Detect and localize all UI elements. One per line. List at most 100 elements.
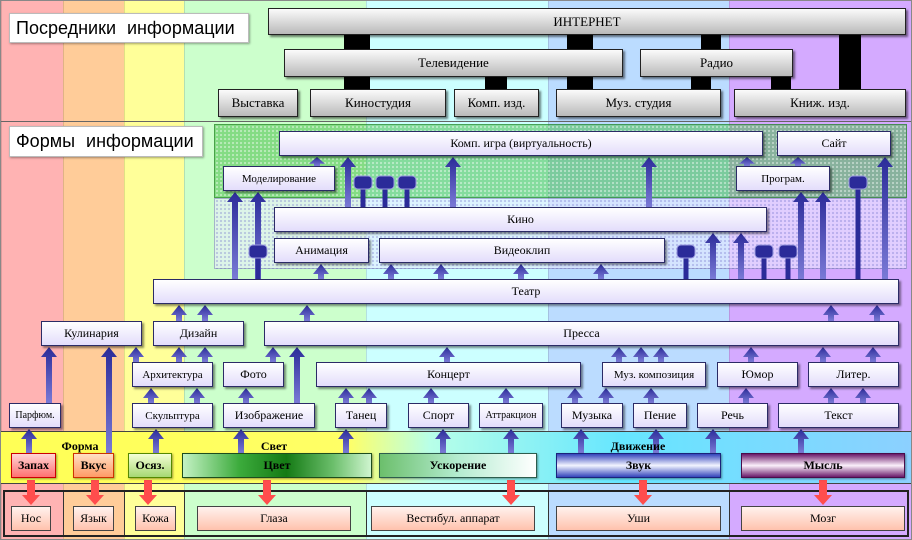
flow-arrow [21, 429, 37, 453]
flow-arrow [643, 388, 659, 403]
sense-organ-arrow [258, 480, 276, 505]
flow-arrow [171, 347, 187, 362]
connector-stem [360, 188, 366, 207]
sense-organ-arrow [502, 480, 520, 505]
flow-arrow [227, 192, 243, 279]
flow-arrow [309, 157, 325, 166]
connector-plug [353, 175, 373, 190]
connector-stem [855, 188, 861, 279]
box-sport: Спорт [408, 403, 469, 428]
flow-arrow [197, 347, 213, 362]
connector-stem [761, 257, 767, 279]
connector-plug [778, 244, 798, 259]
box-comp-game: Комп. игра (виртуальность) [279, 131, 763, 156]
box-exhibition: Выставка [218, 89, 298, 117]
flow-arrow [793, 429, 809, 453]
flow-arrow [815, 192, 831, 279]
box-internet: ИНТЕРНЕТ [268, 8, 906, 35]
organ-brain: Мозг [741, 506, 905, 531]
box-modeling: Моделирование [223, 166, 335, 191]
flow-arrow [338, 429, 354, 453]
sense-taste: Вкус [73, 453, 114, 478]
flow-arrow [445, 157, 461, 207]
flow-arrow [573, 429, 589, 453]
flow-arrow [855, 388, 871, 403]
organs-divider [366, 492, 367, 535]
box-concert: Концерт [316, 362, 581, 387]
flow-arrow [289, 347, 305, 403]
connector-plug [397, 175, 417, 190]
connector-stem [683, 257, 689, 279]
flow-arrow [171, 305, 187, 321]
box-comp-publishing: Комп. изд. [454, 89, 539, 117]
flow-arrow [869, 305, 885, 321]
flow-arrow [793, 192, 809, 279]
organ-vestibular: Вестибул. аппарат [371, 506, 535, 531]
flow-arrow [790, 157, 806, 166]
flow-arrow [877, 157, 893, 279]
flow-arrow [513, 264, 529, 279]
box-radio: Радио [640, 49, 793, 77]
flow-arrow [423, 388, 439, 403]
flow-arrow [340, 157, 356, 207]
box-dance: Танец [335, 403, 387, 428]
flow-arrow [598, 388, 614, 403]
sense-organ-arrow [139, 480, 157, 505]
box-architecture: Архитектура [132, 362, 213, 387]
flow-arrow [433, 264, 449, 279]
organs-divider [124, 492, 125, 535]
intermediaries-title: Посредники информации [9, 13, 249, 43]
flow-arrow [743, 347, 759, 362]
flow-arrow [238, 388, 254, 403]
connector-plug [375, 175, 395, 190]
box-video-clip: Видеоклип [379, 238, 665, 263]
organs-frame [3, 490, 909, 537]
box-music: Музыка [561, 403, 623, 428]
flow-arrow [823, 305, 839, 321]
sense-color: Цвет [182, 453, 372, 478]
flow-arrow [648, 429, 664, 453]
box-design: Дизайн [153, 321, 244, 346]
flow-arrow [567, 388, 583, 403]
box-theatre: Театр [153, 279, 899, 304]
organ-tongue: Язык [73, 506, 114, 531]
box-cinema: Кино [274, 207, 767, 232]
flow-arrow [361, 388, 377, 403]
flow-arrow [865, 347, 881, 362]
sense-organ-arrow [634, 480, 652, 505]
sense-organ-arrow [22, 480, 40, 505]
link-post [701, 35, 721, 49]
group-label-form: Форма [61, 439, 99, 453]
box-text: Текст [778, 403, 899, 428]
link-post [691, 77, 711, 89]
flow-arrow [338, 388, 354, 403]
sense-touch: Осяз. [128, 453, 172, 478]
organs-divider [184, 492, 185, 535]
flow-arrow [101, 347, 117, 453]
flow-arrow [733, 233, 749, 279]
box-attraction: Аттракцион [479, 403, 543, 428]
box-press: Пресса [264, 321, 899, 346]
flow-arrow [197, 305, 213, 321]
box-humor: Юмор [717, 362, 798, 387]
organ-nose: Нос [11, 506, 51, 531]
section-divider [1, 121, 911, 122]
sense-smell: Запах [11, 453, 56, 478]
flow-arrow [128, 347, 144, 362]
box-image: Изображение [223, 403, 315, 428]
box-music-composition: Муз. композиция [602, 362, 706, 387]
box-singing: Пение [633, 403, 687, 428]
flow-arrow [823, 388, 839, 403]
group-label-light: Свет [260, 439, 288, 453]
flow-arrow [738, 388, 754, 403]
flow-arrow [265, 347, 281, 362]
connector-stem [382, 188, 388, 207]
sense-organ-arrow [86, 480, 104, 505]
connector-stem [785, 257, 791, 279]
flow-arrow [739, 157, 755, 166]
box-animation: Анимация [274, 238, 369, 263]
box-literature: Литер. [808, 362, 899, 387]
flow-arrow [705, 429, 721, 453]
organ-ears: Уши [556, 506, 721, 531]
